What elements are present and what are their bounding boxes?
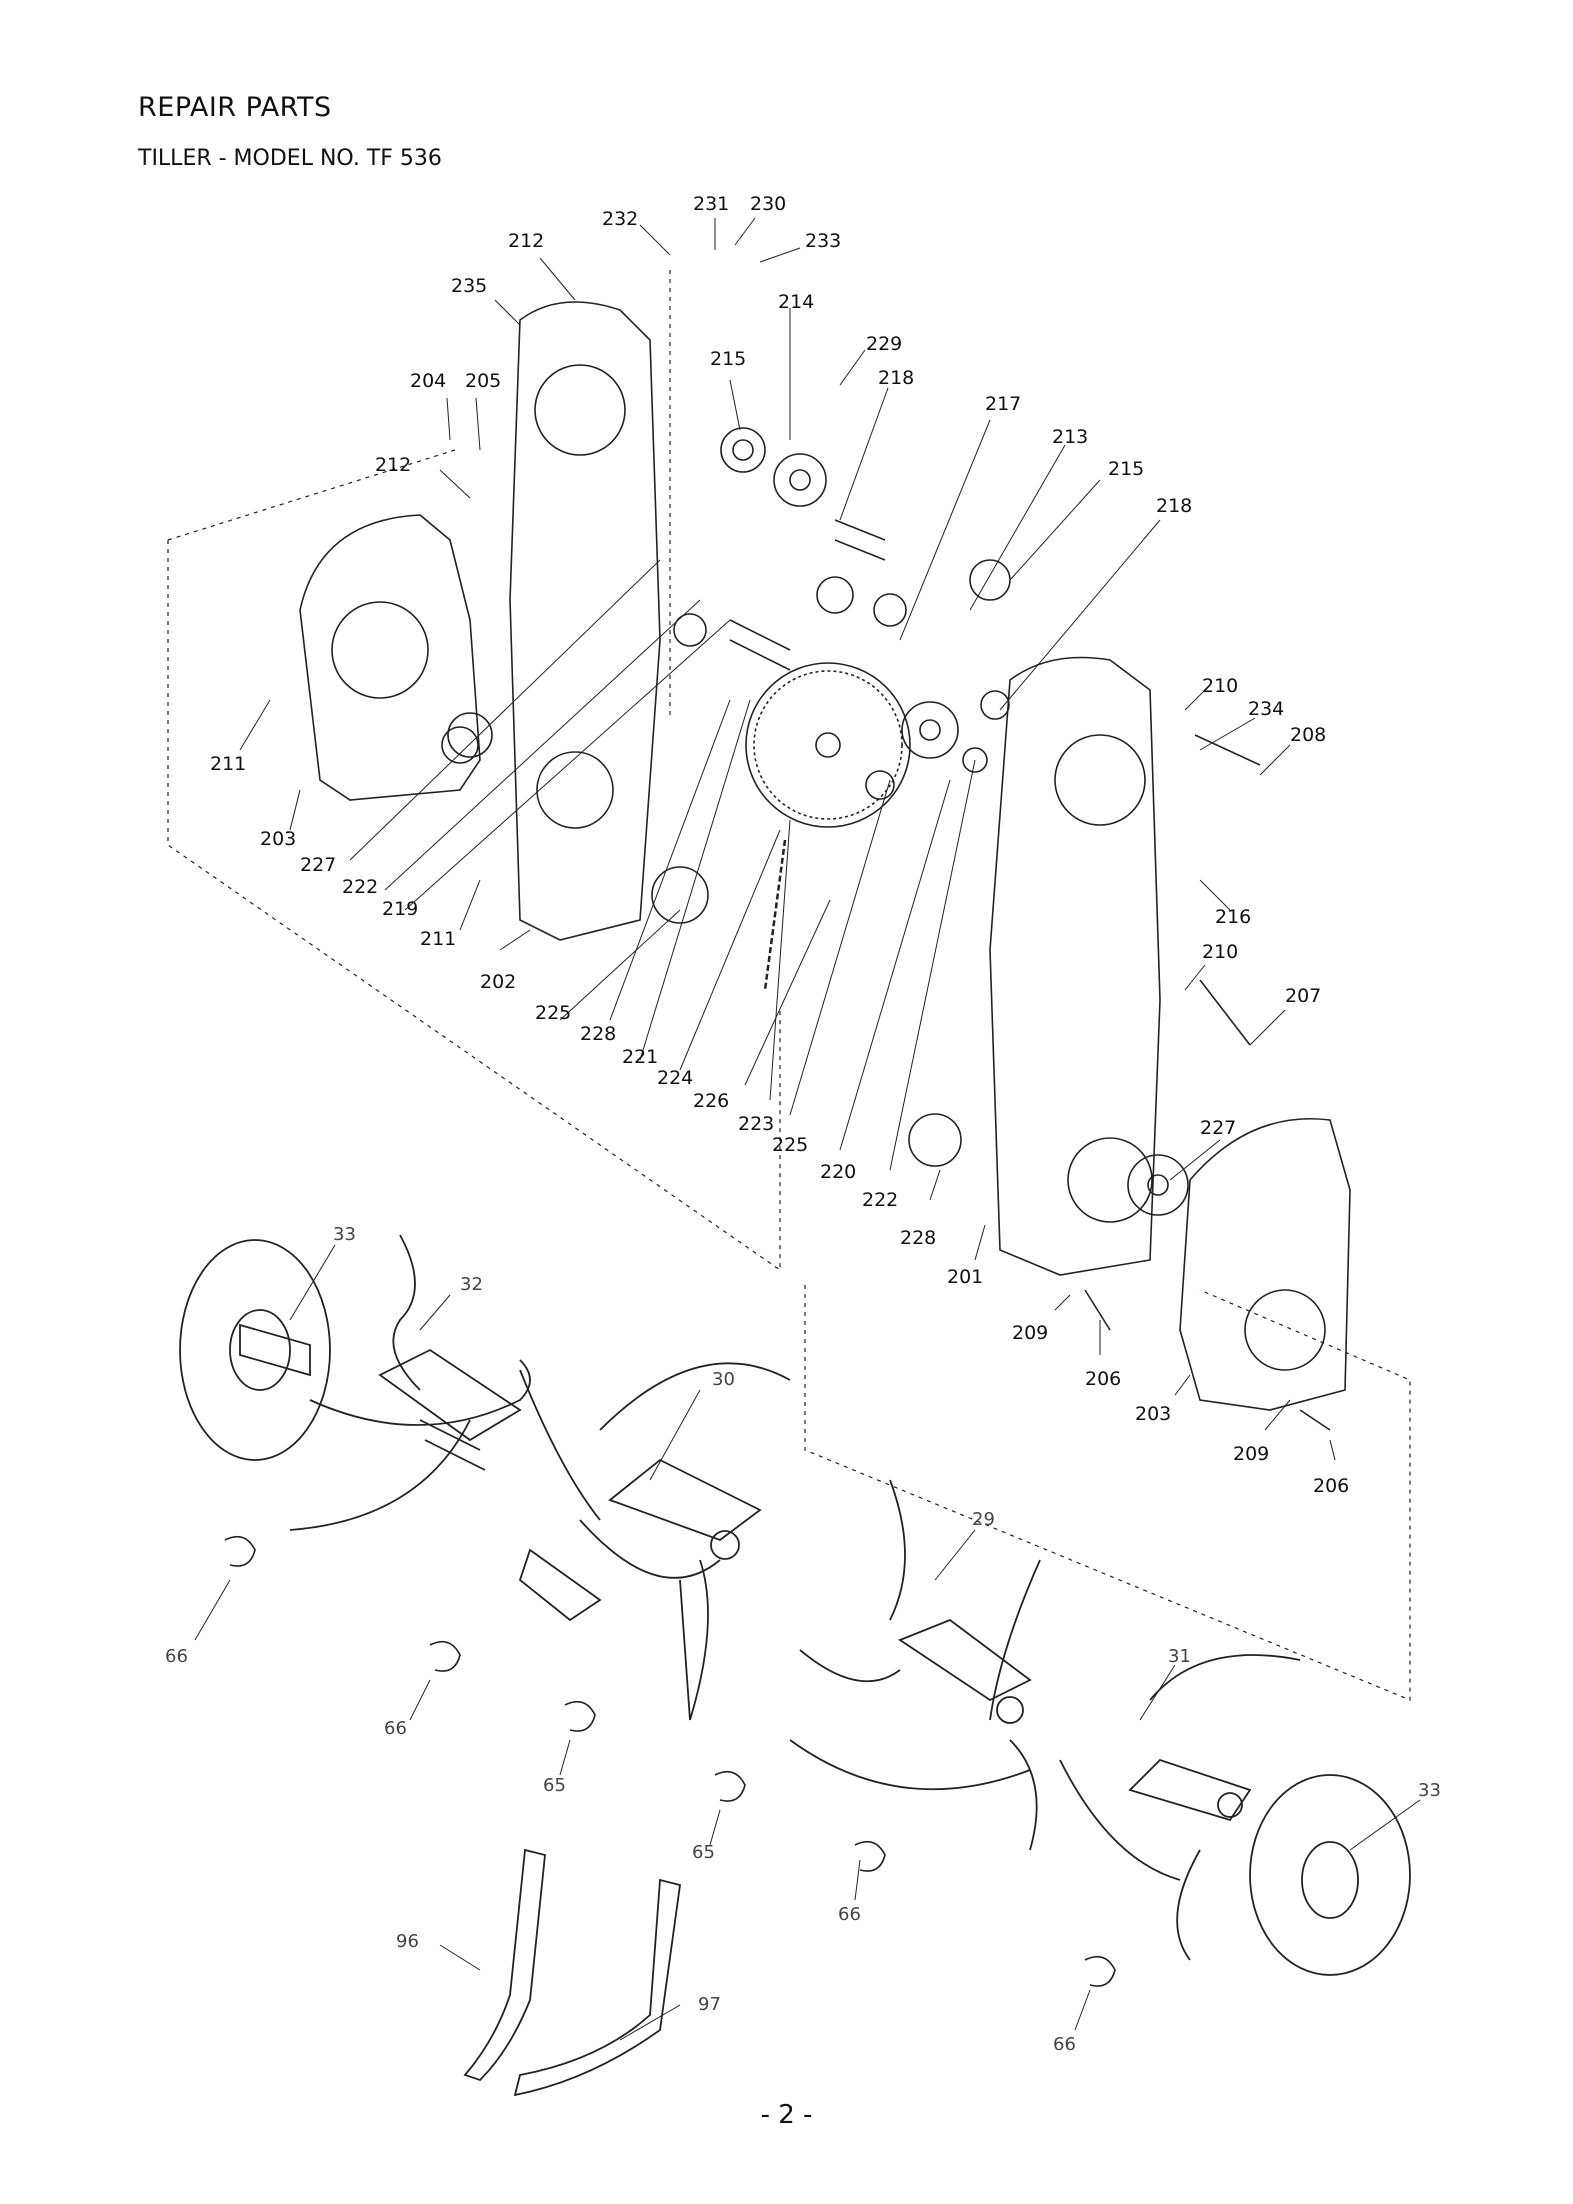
part-label: 211	[420, 928, 456, 950]
part-label: 215	[710, 348, 746, 370]
tine-assembly-center-left	[518, 1362, 791, 1721]
part-label: 228	[580, 1023, 616, 1045]
part-label: 225	[772, 1134, 808, 1156]
part-label: 218	[1156, 495, 1192, 517]
part-label: 223	[738, 1113, 774, 1135]
shield-disc-left	[179, 1239, 331, 1461]
tine-assembly-center-right	[789, 1479, 1041, 1851]
model-subtitle: TILLER - MODEL NO. TF 536	[138, 146, 442, 171]
right-gear-case	[989, 656, 1161, 1276]
part-label: 213	[1052, 426, 1088, 448]
tine-assembly-left	[179, 1234, 531, 1531]
part-label: 224	[657, 1067, 693, 1089]
part-label: 66	[384, 1718, 407, 1739]
part-label: 210	[1202, 941, 1238, 963]
part-label: 216	[1215, 906, 1251, 928]
right-cover-plate	[1179, 1118, 1351, 1411]
part-label: 202	[480, 971, 516, 993]
part-label: 211	[210, 753, 246, 775]
part-label: 235	[451, 275, 487, 297]
page-number: - 2 -	[760, 2100, 813, 2130]
dashed-axis	[167, 449, 456, 541]
part-label: 65	[543, 1775, 566, 1796]
part-label: 208	[1290, 724, 1326, 746]
part-label: 65	[692, 1842, 715, 1863]
part-label: 229	[866, 333, 902, 355]
part-label: 203	[260, 828, 296, 850]
part-label: 231	[693, 193, 729, 215]
part-label: 31	[1168, 1646, 1191, 1667]
part-label: 206	[1313, 1475, 1349, 1497]
part-label: 66	[1053, 2034, 1076, 2055]
part-label: 228	[900, 1227, 936, 1249]
part-label: 32	[460, 1274, 483, 1295]
part-label: 214	[778, 291, 814, 313]
part-label: 212	[375, 454, 411, 476]
part-label: 233	[805, 230, 841, 252]
part-label: 226	[693, 1090, 729, 1112]
part-label: 29	[972, 1509, 995, 1530]
part-label: 212	[508, 230, 544, 252]
part-label: 234	[1248, 698, 1284, 720]
part-label: 201	[947, 1266, 983, 1288]
dashed-plane-upper	[167, 540, 781, 1272]
part-label: 209	[1012, 1322, 1048, 1344]
part-labels: 232 231 230 233 212 214 235 229 215 218 …	[165, 193, 1441, 2055]
page-title: REPAIR PARTS	[138, 92, 332, 123]
left-gear-case	[509, 301, 661, 941]
part-label: 219	[382, 898, 418, 920]
part-label: 33	[1418, 1780, 1441, 1801]
part-label: 210	[1202, 675, 1238, 697]
large-gear	[745, 662, 911, 828]
part-label: 96	[396, 1931, 419, 1952]
part-label: 215	[1108, 458, 1144, 480]
part-label: 217	[985, 393, 1021, 415]
part-label: 230	[750, 193, 786, 215]
part-label: 204	[410, 370, 446, 392]
part-label: 225	[535, 1002, 571, 1024]
part-label: 222	[342, 876, 378, 898]
hairpin-clips	[224, 1535, 1116, 1987]
part-label: 205	[465, 370, 501, 392]
part-label: 30	[712, 1369, 735, 1390]
part-label: 232	[602, 208, 638, 230]
part-label: 209	[1233, 1443, 1269, 1465]
tine-assembly-right	[1059, 1654, 1411, 1976]
dashed-plane-lower	[804, 1285, 1411, 1701]
part-label: 220	[820, 1161, 856, 1183]
part-label: 222	[862, 1189, 898, 1211]
part-label: 218	[878, 367, 914, 389]
shield-disc-right	[1249, 1774, 1411, 1976]
part-label: 227	[1200, 1117, 1236, 1139]
left-cover-plate	[299, 514, 481, 801]
part-label: 203	[1135, 1403, 1171, 1425]
part-label: 66	[838, 1904, 861, 1925]
part-label: 97	[698, 1994, 721, 2015]
part-label: 206	[1085, 1368, 1121, 1390]
part-label: 66	[165, 1646, 188, 1667]
part-label: 227	[300, 854, 336, 876]
part-label: 207	[1285, 985, 1321, 1007]
part-label: 33	[333, 1224, 356, 1245]
part-label: 221	[622, 1046, 658, 1068]
replacement-blades	[463, 1848, 682, 2097]
